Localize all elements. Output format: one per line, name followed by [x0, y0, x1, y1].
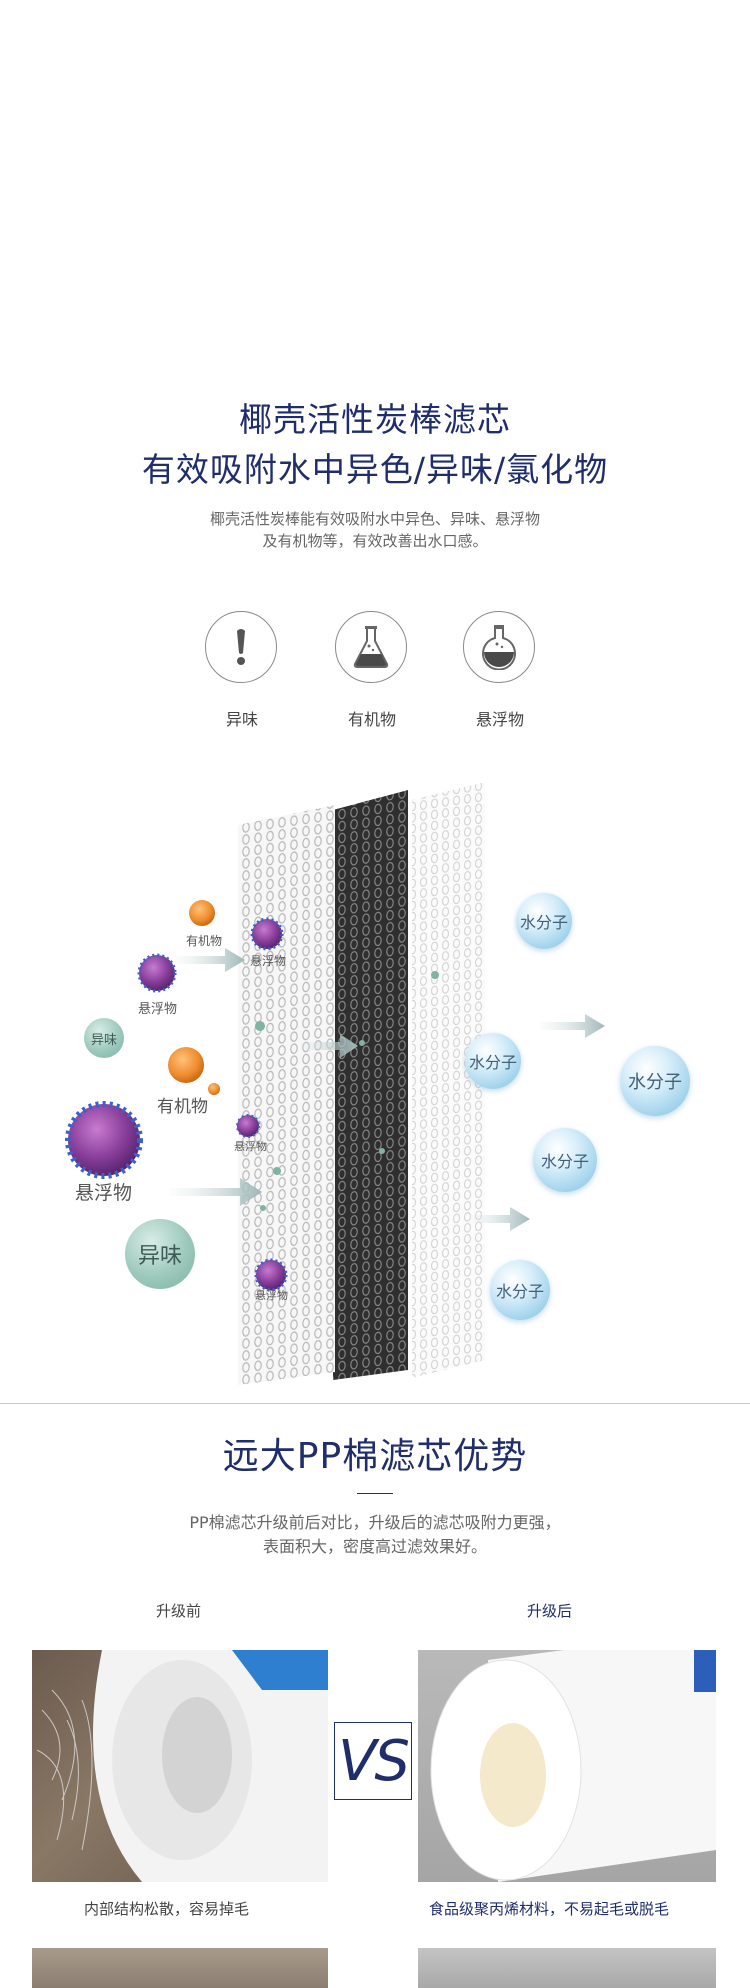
odor-ball-big: 异味 — [125, 1219, 195, 1289]
section-desc-line1: 椰壳活性炭棒能有效吸附水中异色、异味、悬浮物 — [209, 510, 540, 528]
orange-virus-mid — [168, 1047, 220, 1095]
section-title-line1: 椰壳活性炭棒滤芯 — [239, 400, 511, 439]
arrow-5 — [470, 1207, 530, 1231]
purple-virus-left — [137, 953, 177, 993]
purple-virus-bottom — [254, 1258, 288, 1292]
label-suspended-small-1: 悬浮物 — [250, 954, 287, 968]
water-molecule-3: 水分子 — [620, 1046, 690, 1116]
section-divider — [0, 1403, 750, 1404]
suspended-label: 悬浮物 — [475, 710, 524, 729]
water-molecule-4: 水分子 — [533, 1128, 597, 1192]
after-photo — [418, 1650, 716, 1882]
section2-title: 远大PP棉滤芯优势 — [222, 1436, 528, 1477]
purple-virus-mesh-top — [250, 917, 284, 951]
water-molecule-5: 水分子 — [490, 1260, 550, 1320]
after-photo-2 — [418, 1948, 716, 1988]
orange-virus-small — [189, 900, 215, 926]
water-label-5: 水分子 — [495, 1282, 544, 1301]
vs-badge: VS — [334, 1722, 412, 1800]
purple-virus-big — [65, 1101, 143, 1179]
odor-feature — [205, 611, 277, 683]
filtration-diagram — [65, 782, 605, 1385]
water-label-3: 水分子 — [628, 1072, 682, 1093]
label-odor-small: 异味 — [90, 1032, 117, 1048]
label-suspended-mid: 悬浮物 — [234, 1140, 267, 1153]
label-odor-big: 异味 — [137, 1244, 182, 1269]
water-label-1: 水分子 — [519, 913, 568, 932]
exclamation-icon — [205, 611, 277, 683]
odor-label: 异味 — [225, 710, 258, 729]
arrow-4 — [540, 1014, 605, 1038]
before-photo-2 — [32, 1948, 328, 1988]
arrow-2 — [170, 1178, 262, 1206]
before-label: 升级前 — [156, 1602, 202, 1620]
before-caption: 内部结构松散，容易掉毛 — [84, 1900, 250, 1918]
title-underline — [357, 1493, 393, 1494]
arrow-3 — [300, 1034, 358, 1058]
label-suspended-bottom: 悬浮物 — [255, 1289, 288, 1302]
mesh-panel-white — [412, 782, 485, 1378]
section-desc-line2: 及有机物等，有效改善出水口感。 — [262, 532, 488, 550]
arrow-1 — [175, 948, 245, 972]
mesh-panel-light — [238, 805, 335, 1385]
before-photo — [32, 1650, 328, 1882]
suspended-feature — [463, 611, 535, 683]
label-organic-small: 有机物 — [186, 934, 223, 948]
odor-ball-small: 异味 — [84, 1018, 124, 1058]
purple-virus-mesh-mid — [236, 1114, 260, 1138]
water-molecule-1: 水分子 — [516, 893, 572, 949]
label-suspended-left: 悬浮物 — [138, 1002, 178, 1017]
water-label-2: 水分子 — [468, 1053, 517, 1072]
flask-icon — [335, 611, 407, 683]
label-organic-mid: 有机物 — [157, 1097, 208, 1117]
section2-desc-line1: PP棉滤芯升级前后对比，升级后的滤芯吸附力更强， — [189, 1513, 561, 1532]
round-flask-icon — [463, 611, 535, 683]
label-suspended-big: 悬浮物 — [75, 1182, 133, 1204]
after-label: 升级后 — [527, 1602, 573, 1620]
after-caption: 食品级聚丙烯材料，不易起毛或脱毛 — [429, 1900, 670, 1918]
organic-label: 有机物 — [347, 710, 396, 729]
water-molecule-2: 水分子 — [465, 1033, 521, 1089]
mesh-panel-dark — [333, 790, 408, 1380]
water-label-4: 水分子 — [540, 1152, 589, 1171]
section-title-line2: 有效吸附水中异色/异味/氯化物 — [141, 450, 609, 489]
water-droplets — [255, 971, 439, 1211]
organic-feature — [335, 611, 407, 683]
section2-desc-line2: 表面积大，密度高过滤效果好。 — [262, 1537, 487, 1556]
